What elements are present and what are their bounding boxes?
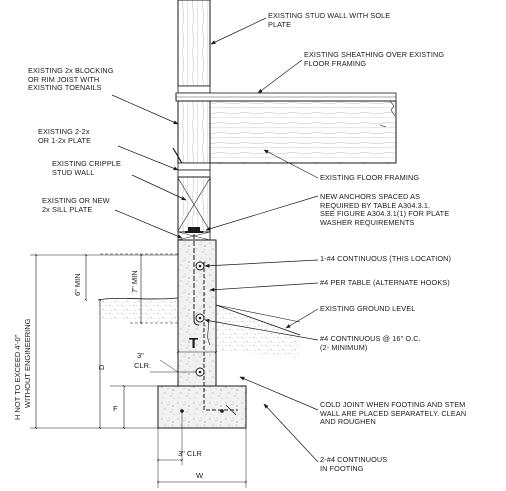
stem-clear-bottom: CLR. [134, 361, 151, 370]
floor-joist [209, 100, 397, 164]
engineering-label: WITHOUT ENGINEERING [23, 318, 32, 408]
callout-cold-joint: COLD JOINT WHEN FOOTING AND STEM WALL AR… [320, 400, 467, 427]
leader-ground [285, 308, 319, 329]
callout-blocking: EXISTING 2x BLOCKING OR RIM JOIST WITH E… [28, 66, 114, 93]
callout-plate: EXISTING 2-2x OR 1-2x PLATE [38, 127, 92, 145]
leader-sheathing [257, 59, 303, 94]
leader-blocking [111, 94, 179, 125]
leader-hooks [209, 282, 319, 292]
callout-footing-bars: 2-#4 CONTINUOUS IN FOOTING [320, 455, 388, 473]
d-label: D [97, 364, 106, 370]
leader-sill [114, 209, 183, 239]
leader-footing-bars [263, 403, 319, 463]
leader-plate [117, 145, 179, 171]
vertical-rebar [203, 262, 238, 411]
stem-rebar-bottom [195, 367, 205, 377]
callout-floor-framing: EXISTING FLOOR FRAMING [320, 173, 420, 182]
callout-sill: EXISTING OR NEW 2x SILL PLATE [42, 196, 110, 214]
stem-rebar-mid [195, 313, 205, 323]
upper-stud-wall [177, 0, 211, 87]
soil-left [98, 298, 178, 323]
callout-stud-wall: EXISTING STUD WALL WITH SOLE PLATE [268, 11, 391, 29]
callout-rebar-cont: #4 CONTINUOUS @ 16" O.C. (2- MINIMUM) [320, 334, 421, 352]
stem-clear-top: 3" [137, 351, 144, 360]
footing [157, 385, 247, 429]
seven-min-label: 7" MIN [130, 270, 139, 293]
sole-plate [177, 85, 211, 94]
callout-cripple: EXISTING CRIPPLE STUD WALL [52, 159, 121, 177]
f-label: F [113, 404, 118, 413]
stem-clear-dimension-line [159, 359, 179, 373]
t-label: T [189, 335, 198, 352]
callout-rebar-top: 1-#4 CONTINUOUS (THIS LOCATION) [320, 254, 452, 263]
callout-hooks: #4 PER TABLE (ALTERNATE HOOKS) [320, 278, 450, 287]
leader-stud-wall [210, 17, 267, 45]
leader-anchors [205, 195, 319, 231]
callout-ground: EXISTING GROUND LEVEL [320, 304, 416, 313]
leader-rebar-cont [204, 318, 319, 341]
soil-right [216, 305, 300, 358]
leader-cripple [131, 174, 187, 201]
stem-rebar-top [195, 261, 205, 271]
callout-sheathing: EXISTING SHEATHING OVER EXISTING FLOOR F… [304, 50, 445, 68]
leader-rebar-top [204, 259, 319, 268]
stem-wall [177, 239, 217, 387]
leader-cold-joint [239, 376, 319, 411]
h-dimension-label: H NOT TO EXCEED 4'-0" [13, 334, 22, 420]
cripple-top-plate-1 [177, 162, 211, 171]
callout-anchors: NEW ANCHORS SPACED AS REQUIRED BY TABLE … [320, 192, 450, 227]
six-min-label: 6" MIN [73, 273, 82, 296]
rim-joist [177, 100, 211, 164]
w-label: W [196, 471, 204, 480]
leader-floor-framing [263, 149, 319, 179]
footing-clear-label: 3" CLR [178, 449, 203, 458]
cripple-top-plate-2 [177, 169, 211, 178]
